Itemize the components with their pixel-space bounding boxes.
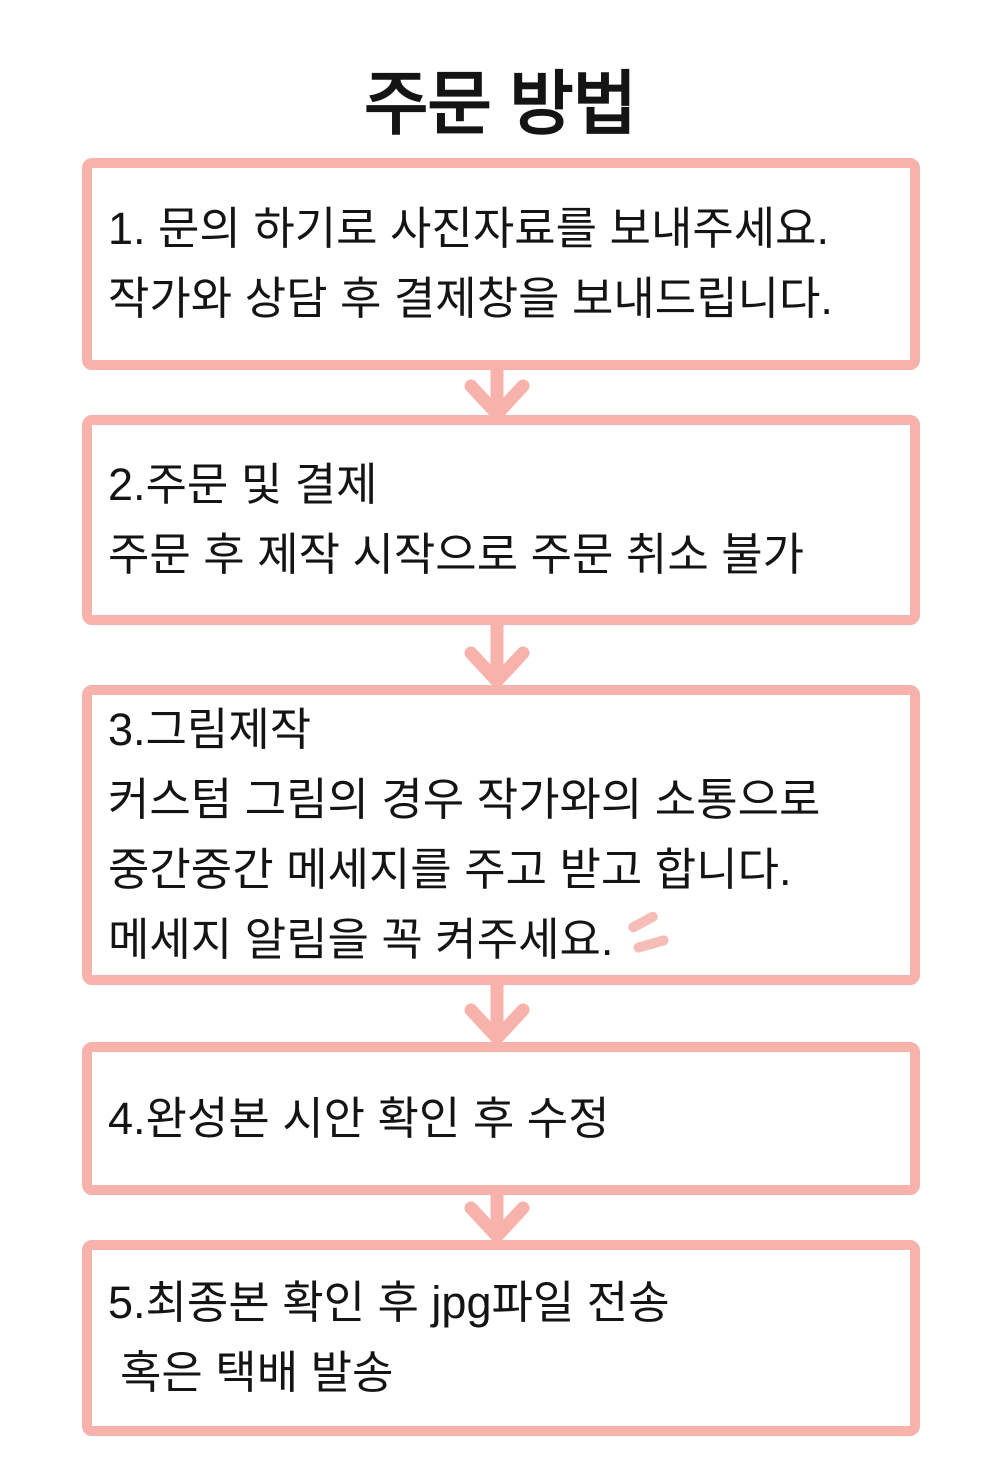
arrow-down-icon (464, 1191, 530, 1243)
arrow-down-icon (464, 366, 530, 421)
step-1-line-1: 1. 문의 하기로 사진자료를 보내주세요. (108, 203, 830, 254)
arrow-down-icon (464, 981, 530, 1045)
step-box-2: 2.주문 및 결제 주문 후 제작 시작으로 주문 취소 불가 (82, 415, 920, 625)
step-2-line-2: 주문 후 제작 시작으로 주문 취소 불가 (108, 529, 805, 580)
emphasis-dashes-doodle-icon (619, 910, 677, 963)
step-4-line-1: 4.완성본 시안 확인 후 수정 (108, 1092, 610, 1144)
step-1-line-2: 작가와 상담 후 결제창을 보내드립니다. (108, 273, 833, 324)
step-3-line-3: 중간중간 메세지를 주고 받고 합니다. (108, 844, 792, 895)
step-2-line-1: 2.주문 및 결제 (108, 459, 378, 510)
step-3-line-2: 커스텀 그림의 경우 작가와의 소통으로 (108, 774, 821, 825)
step-3-line-4-text: 메세지 알림을 꼭 켜주세요. (108, 914, 614, 965)
step-box-3: 3.그림제작 커스텀 그림의 경우 작가와의 소통으로 중간중간 메세지를 주고… (82, 685, 920, 985)
step-5-line-2: 혹은 택배 발송 (120, 1347, 394, 1398)
arrow-down-icon (464, 621, 530, 688)
step-box-1: 1. 문의 하기로 사진자료를 보내주세요. 작가와 상담 후 결제창을 보내드… (82, 158, 920, 370)
step-box-4: 4.완성본 시안 확인 후 수정 (82, 1042, 920, 1195)
step-box-5: 5.최종본 확인 후 jpg파일 전송 혹은 택배 발송 (82, 1240, 920, 1436)
step-3-line-1: 3.그림제작 (108, 704, 312, 755)
step-3-line-4: 메세지 알림을 꼭 켜주세요. (108, 905, 904, 975)
step-5-line-1: 5.최종본 확인 후 jpg파일 전송 (108, 1277, 670, 1328)
page-title: 주문 방법 (363, 65, 637, 143)
